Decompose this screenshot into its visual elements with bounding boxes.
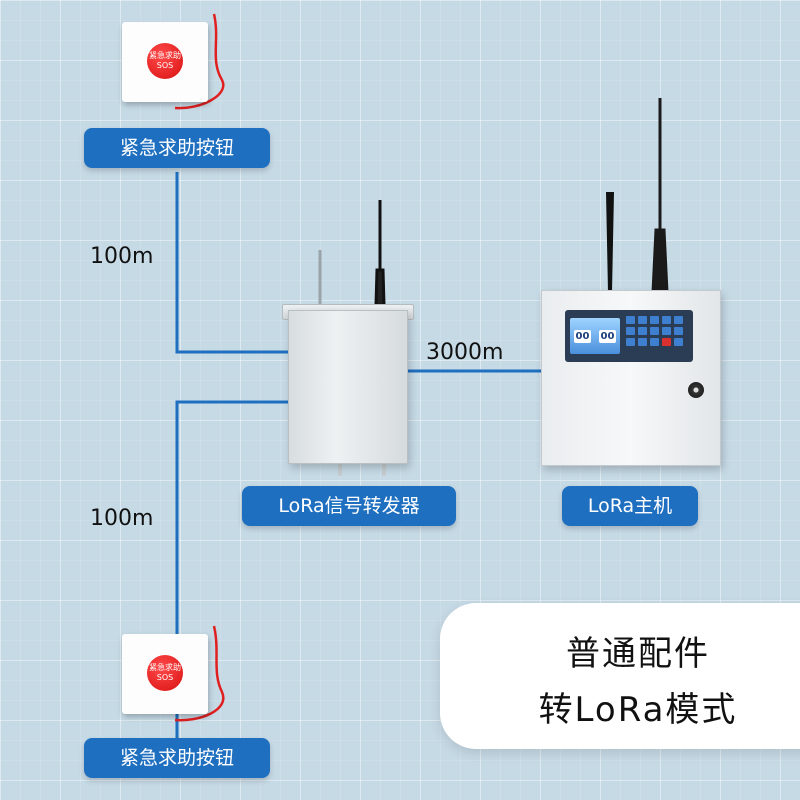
repeater-cables [338,462,386,476]
wire-bottom [175,400,290,738]
lock-icon [688,382,704,398]
host-screen: 00 00 [570,318,620,354]
keypad-key [638,338,647,346]
screen-digit-left: 00 [573,329,592,343]
emergency-button-top-label: 紧急求助按钮 [84,128,270,168]
sos-caption: 紧急求助 [149,663,181,672]
feature-line-1: 普通配件 [566,634,710,674]
keypad-key [638,327,647,335]
repeater-antenna-right [374,200,386,307]
emergency-button-bottom-label: 紧急求助按钮 [84,738,270,778]
screen-digit-right: 00 [598,329,617,343]
button-plate: 紧急求助 SOS [122,22,208,102]
sos-button-icon: 紧急求助 SOS [147,43,183,79]
host-label: LoRa主机 [562,486,698,526]
keypad-key-alarm [662,338,671,346]
keypad-key [662,316,671,324]
sos-label: SOS [156,61,174,70]
keypad-key [674,338,683,346]
repeater-label: LoRa信号转发器 [242,486,456,526]
keypad-key [626,338,635,346]
distance-link: 3000m [426,340,504,365]
distance-bottom: 100m [90,506,154,531]
keypad-key [650,316,659,324]
feature-line-2: 转LoRa模式 [538,690,738,730]
feature-card [440,603,800,749]
cord-bottom [174,625,225,722]
host-antenna-short [606,192,614,292]
keypad-key [638,316,647,324]
host-antenna-tall [651,98,669,294]
keypad-key [674,327,683,335]
cord-top [174,13,225,110]
wire-top [175,172,290,354]
keypad-key [650,327,659,335]
distance-top: 100m [90,244,154,269]
keypad-key [674,316,683,324]
keypad-key [626,327,635,335]
button-plate: 紧急求助 SOS [122,634,208,714]
lora-repeater-device [288,310,408,464]
keypad-key [626,316,635,324]
sos-button-icon: 紧急求助 SOS [147,655,183,691]
keypad-key [650,338,659,346]
keypad-key [662,327,671,335]
sos-label: SOS [156,673,174,682]
sos-caption: 紧急求助 [149,51,181,60]
host-keypad [626,316,688,346]
